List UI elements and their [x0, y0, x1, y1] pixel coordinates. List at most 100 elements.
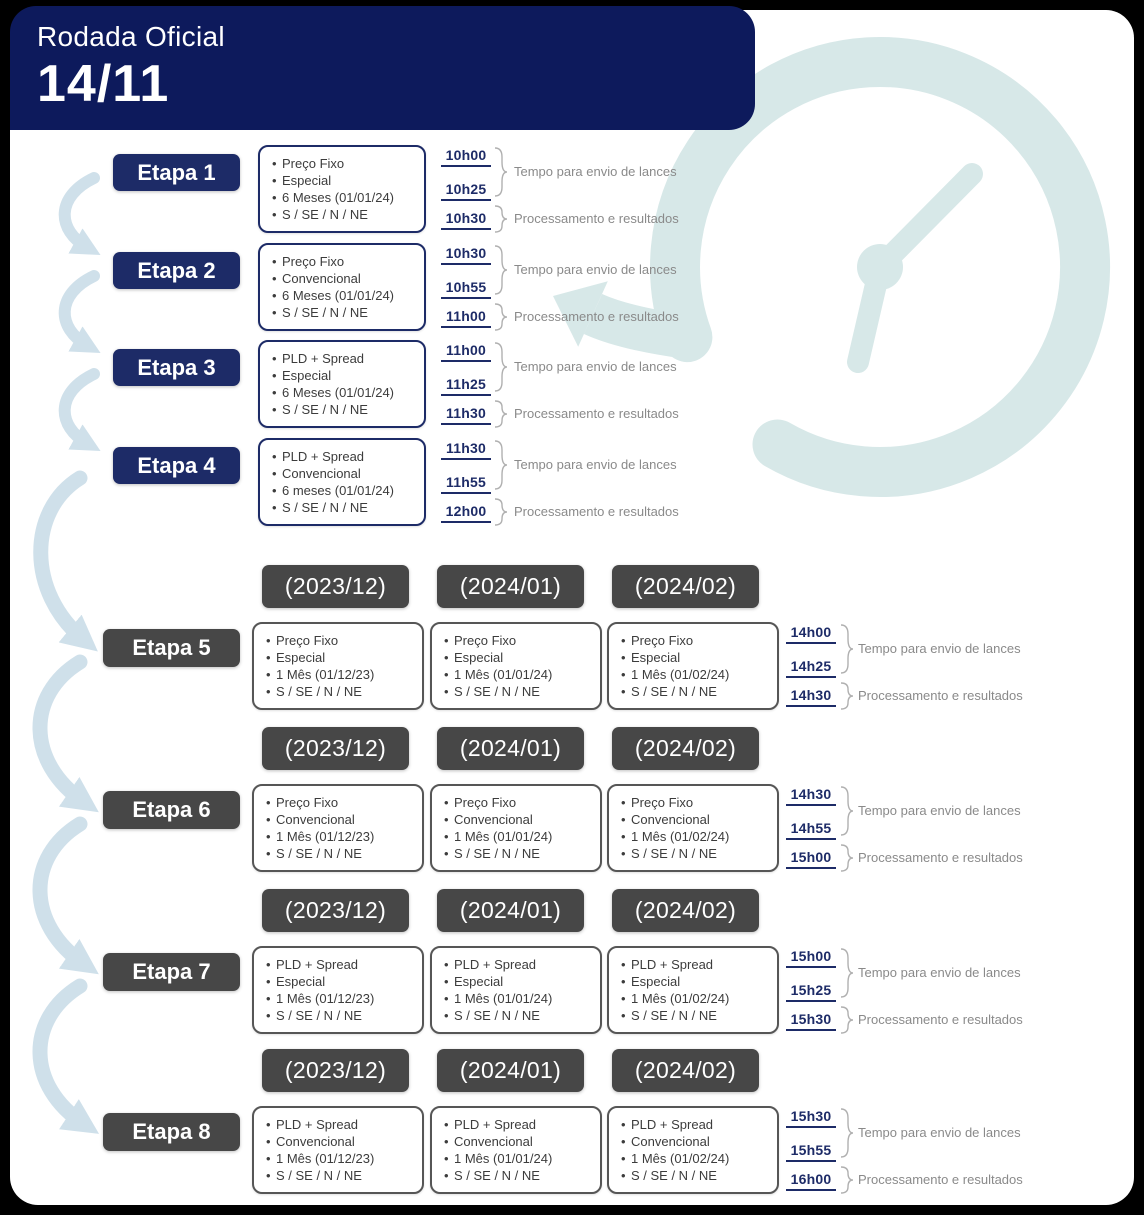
etapa-6-detail-item: Preço Fixo — [619, 794, 771, 811]
etapa-2-label-processing: Processamento e resultados — [514, 309, 679, 324]
etapa-5-detail-item: Especial — [619, 649, 771, 666]
etapa-6-label-processing: Processamento e resultados — [858, 850, 1023, 865]
etapa-1-details-box: Preço FixoEspecial6 Meses (01/01/24)S / … — [258, 145, 426, 233]
etapa-6-bracket-bids — [840, 786, 854, 836]
etapa-6-time-3: 15h00 — [786, 849, 836, 869]
etapa-4-detail-item: 6 meses (01/01/24) — [270, 482, 418, 499]
etapa-7-detail-item: S / SE / N / NE — [442, 1007, 594, 1024]
etapa-5-month-badge: (2023/12) — [262, 565, 409, 608]
etapa-4-bracket-processing — [494, 498, 508, 526]
etapa-8-detail-item: Convencional — [264, 1133, 416, 1150]
etapa-6-detail-item: Preço Fixo — [442, 794, 594, 811]
etapa-8-time-2: 15h55 — [786, 1142, 836, 1162]
etapa-6-bracket-processing — [840, 844, 854, 872]
etapa-8-detail-item: PLD + Spread — [442, 1116, 594, 1133]
etapa-8-label-processing: Processamento e resultados — [858, 1172, 1023, 1187]
etapa-7-time-2: 15h25 — [786, 982, 836, 1002]
etapa-6-month-badge: (2024/01) — [437, 727, 584, 770]
etapa-5-detail-item: S / SE / N / NE — [264, 683, 416, 700]
etapa-1-bracket-bids — [494, 147, 508, 197]
etapa-6-details-box: Preço FixoConvencional1 Mês (01/01/24)S … — [430, 784, 602, 872]
header-date: 14/11 — [37, 55, 170, 113]
etapa-2-details-box: Preço FixoConvencional6 Meses (01/01/24)… — [258, 243, 426, 331]
page-title: Rodada Oficial — [37, 21, 225, 52]
etapa-5-detail-item: S / SE / N / NE — [442, 683, 594, 700]
etapa-7-details-box: PLD + SpreadEspecial1 Mês (01/02/24)S / … — [607, 946, 779, 1034]
etapa-1-label-bids: Tempo para envio de lances — [514, 164, 677, 179]
etapa-7-label-bids: Tempo para envio de lances — [858, 965, 1021, 980]
etapa-3-detail-item: PLD + Spread — [270, 350, 418, 367]
etapa-1-detail-item: S / SE / N / NE — [270, 206, 418, 223]
etapa-4-details-box: PLD + SpreadConvencional6 meses (01/01/2… — [258, 438, 426, 526]
etapa-2-time-3: 11h00 — [441, 308, 491, 328]
etapa-8-label-bids: Tempo para envio de lances — [858, 1125, 1021, 1140]
etapa-7-detail-item: S / SE / N / NE — [619, 1007, 771, 1024]
etapa-6-detail-item: S / SE / N / NE — [264, 845, 416, 862]
etapa-7-bracket-bids — [840, 948, 854, 998]
etapa-4-label-processing: Processamento e resultados — [514, 504, 679, 519]
etapa-3-time-3: 11h30 — [441, 405, 491, 425]
etapa-1-time-1: 10h00 — [441, 147, 491, 167]
etapa-4-time-1: 11h30 — [441, 440, 491, 460]
etapa-6-detail-item: 1 Mês (01/02/24) — [619, 828, 771, 845]
etapa-6-month-badge: (2024/02) — [612, 727, 759, 770]
etapa-5-detail-item: Especial — [442, 649, 594, 666]
etapa-5-label: Etapa 5 — [103, 629, 240, 667]
etapa-7-bracket-processing — [840, 1006, 854, 1034]
etapa-3-time-2: 11h25 — [441, 376, 491, 396]
etapa-7-detail-item: 1 Mês (01/02/24) — [619, 990, 771, 1007]
etapa-7-time-1: 15h00 — [786, 948, 836, 968]
etapa-5-bracket-processing — [840, 682, 854, 710]
etapa-6-month-badge: (2023/12) — [262, 727, 409, 770]
etapa-8-time-3: 16h00 — [786, 1171, 836, 1191]
etapa-8-time-1: 15h30 — [786, 1108, 836, 1128]
etapa-5-label-bids: Tempo para envio de lances — [858, 641, 1021, 656]
etapa-3-label-bids: Tempo para envio de lances — [514, 359, 677, 374]
etapa-3-bracket-processing — [494, 400, 508, 428]
etapa-8-month-badge: (2024/02) — [612, 1049, 759, 1092]
etapa-2-detail-item: 6 Meses (01/01/24) — [270, 287, 418, 304]
etapa-8-detail-item: 1 Mês (01/01/24) — [442, 1150, 594, 1167]
etapa-8-bracket-bids — [840, 1108, 854, 1158]
etapa-7-detail-item: 1 Mês (01/01/24) — [442, 990, 594, 1007]
etapa-5-detail-item: Preço Fixo — [442, 632, 594, 649]
etapa-2-label: Etapa 2 — [113, 252, 240, 289]
etapa-8-detail-item: S / SE / N / NE — [619, 1167, 771, 1184]
etapa-5-detail-item: Preço Fixo — [264, 632, 416, 649]
etapa-7-detail-item: Especial — [619, 973, 771, 990]
etapa-3-label-processing: Processamento e resultados — [514, 406, 679, 421]
etapa-7-month-badge: (2024/01) — [437, 889, 584, 932]
etapa-5-bracket-bids — [840, 624, 854, 674]
etapa-3-bracket-bids — [494, 342, 508, 392]
etapa-6-detail-item: S / SE / N / NE — [442, 845, 594, 862]
etapa-4-detail-item: PLD + Spread — [270, 448, 418, 465]
etapa-7-detail-item: PLD + Spread — [442, 956, 594, 973]
etapa-8-detail-item: PLD + Spread — [264, 1116, 416, 1133]
etapa-1-detail-item: Preço Fixo — [270, 155, 418, 172]
etapa-6-detail-item: 1 Mês (01/01/24) — [442, 828, 594, 845]
etapa-8-detail-item: PLD + Spread — [619, 1116, 771, 1133]
etapa-7-month-badge: (2023/12) — [262, 889, 409, 932]
etapa-8-detail-item: 1 Mês (01/12/23) — [264, 1150, 416, 1167]
etapa-1-time-2: 10h25 — [441, 181, 491, 201]
etapa-4-label-bids: Tempo para envio de lances — [514, 457, 677, 472]
etapa-5-detail-item: Preço Fixo — [619, 632, 771, 649]
etapa-8-details-box: PLD + SpreadConvencional1 Mês (01/01/24)… — [430, 1106, 602, 1194]
etapa-5-label-processing: Processamento e resultados — [858, 688, 1023, 703]
etapa-6-detail-item: Convencional — [264, 811, 416, 828]
etapa-5-detail-item: 1 Mês (01/02/24) — [619, 666, 771, 683]
etapa-5-time-2: 14h25 — [786, 658, 836, 678]
etapa-3-label: Etapa 3 — [113, 349, 240, 386]
etapa-3-detail-item: 6 Meses (01/01/24) — [270, 384, 418, 401]
etapa-8-detail-item: Convencional — [442, 1133, 594, 1150]
etapa-8-month-badge: (2024/01) — [437, 1049, 584, 1092]
etapa-7-detail-item: Especial — [442, 973, 594, 990]
etapa-8-bracket-processing — [840, 1166, 854, 1194]
etapa-3-detail-item: S / SE / N / NE — [270, 401, 418, 418]
etapa-2-detail-item: S / SE / N / NE — [270, 304, 418, 321]
etapa-3-detail-item: Especial — [270, 367, 418, 384]
etapa-2-label-bids: Tempo para envio de lances — [514, 262, 677, 277]
etapa-5-detail-item: 1 Mês (01/12/23) — [264, 666, 416, 683]
etapa-8-label: Etapa 8 — [103, 1113, 240, 1151]
